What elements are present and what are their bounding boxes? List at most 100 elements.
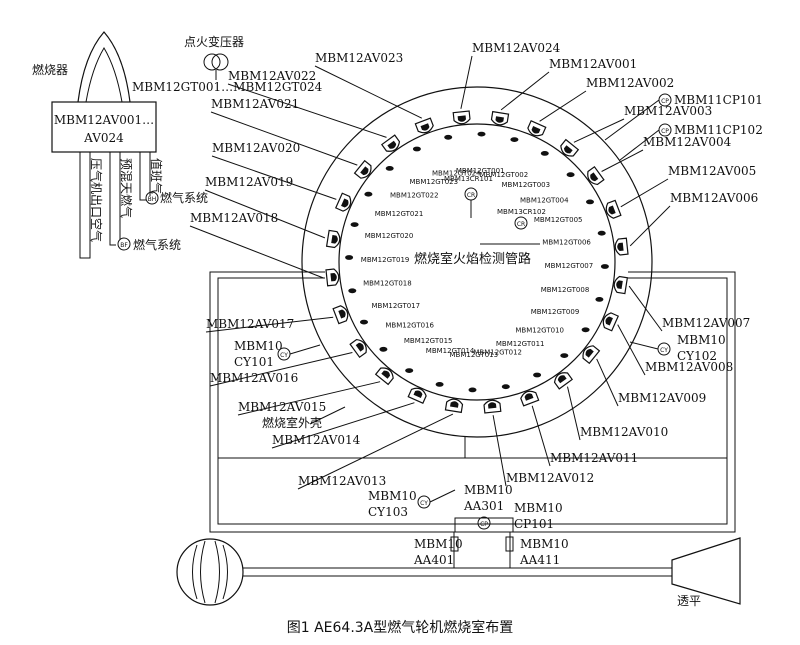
svg-text:MBM10: MBM10 xyxy=(414,537,463,551)
burner-nozzle xyxy=(332,305,349,325)
burner-nozzle xyxy=(613,275,629,295)
av-label: MBM12AV017 xyxy=(206,317,294,331)
gt-label: MBM12GT012 xyxy=(473,349,522,357)
av-leader-line xyxy=(314,65,423,119)
duty-gas-label: 值班气 xyxy=(149,158,164,194)
av-leader-line xyxy=(596,358,619,407)
svg-text:CY: CY xyxy=(420,500,428,507)
av-leader-line xyxy=(271,402,415,449)
av-label: MBM12AV022 xyxy=(228,69,316,83)
burner-nozzle xyxy=(334,192,352,212)
svg-text:AA301: AA301 xyxy=(463,499,504,513)
flame-detector-mark xyxy=(586,199,594,205)
av-label: MBM12AV005 xyxy=(668,164,756,178)
flame-detector-mark xyxy=(350,222,359,228)
svg-text:MBM10: MBM10 xyxy=(368,489,417,503)
av-label: MBM12AV001 xyxy=(549,57,637,71)
flame-detector-mark xyxy=(348,288,357,294)
av-label: MBM12AV011 xyxy=(550,451,638,465)
av-label: MBM12AV008 xyxy=(645,360,733,374)
svg-text:MBM10: MBM10 xyxy=(234,339,283,353)
flame-detector-mark xyxy=(379,346,388,352)
av-leader-line xyxy=(211,155,337,200)
gt-label: MBM12GT024 xyxy=(432,169,481,177)
flame-detector-mark xyxy=(540,151,549,156)
av-label: MBM12AV023 xyxy=(315,51,403,65)
av-label: MBM12AV024 xyxy=(472,41,561,55)
av-leader-line xyxy=(567,386,581,441)
av-leader-line xyxy=(620,178,669,208)
flame-detector-mark xyxy=(560,353,569,358)
burner-nozzles xyxy=(325,110,629,414)
svg-text:MBM13CR102: MBM13CR102 xyxy=(497,208,546,216)
svg-text:CR: CR xyxy=(467,192,475,199)
burner-box-line1: MBM12AV001… xyxy=(54,113,154,127)
burner-box xyxy=(51,101,157,153)
av-leader-line xyxy=(573,118,625,143)
compressor-air-label: 压气机出口空气 xyxy=(89,158,104,242)
av-leader-line xyxy=(500,71,550,111)
burner-nozzle xyxy=(520,390,540,407)
burner-nozzle xyxy=(414,117,434,134)
burner-nozzle xyxy=(527,119,547,137)
gt-label: MBM12GT009 xyxy=(531,308,580,316)
burner-nozzle xyxy=(553,372,574,390)
svg-text:CY103: CY103 xyxy=(368,505,408,519)
gt-label: MBM12GT004 xyxy=(520,196,569,204)
svg-text:CP: CP xyxy=(661,98,669,105)
bf-gas-system-label: 燃气系统 xyxy=(133,237,181,252)
burner-box-line2: AV024 xyxy=(83,131,124,145)
burner-nozzle xyxy=(349,338,367,359)
inner-ring xyxy=(338,123,616,401)
gt-label: MBM12GT017 xyxy=(371,302,420,310)
av-label: MBM12AV018 xyxy=(190,211,278,225)
burner-nozzle xyxy=(587,165,605,186)
gt-label: MBM12GT023 xyxy=(409,178,458,186)
svg-text:MBM13CR101: MBM13CR101 xyxy=(444,175,493,183)
gt-label: MBM12GT016 xyxy=(385,322,434,330)
burner-label: 燃烧器 xyxy=(32,62,68,77)
av-leader-line xyxy=(539,90,587,122)
svg-text:AA401: AA401 xyxy=(413,553,454,567)
av-leader-line xyxy=(210,111,358,166)
av-label: MBM12AV015 xyxy=(238,400,326,414)
av-leader-line xyxy=(237,381,381,416)
av-leader-line xyxy=(629,205,671,247)
ignition-transformer-label: 点火变压器 xyxy=(184,34,244,49)
flame-detector-mark xyxy=(360,319,368,325)
flame-detector-mark xyxy=(477,131,486,137)
av-leader-line xyxy=(189,225,324,279)
av-leader-line xyxy=(460,55,473,109)
cy103-sensor: CY MBM10 CY103 xyxy=(368,489,456,519)
gt-label: MBM12GT013 xyxy=(449,351,498,359)
flame-detector-mark xyxy=(385,166,394,171)
combustor-layout-diagram: 透平 CP MBM12AV001… AV024 燃烧器 BH BF 燃气系统 燃… xyxy=(32,31,763,608)
av-label: MBM12AV012 xyxy=(506,471,594,485)
av-leader-line xyxy=(492,415,507,487)
flame-detector-mark xyxy=(581,327,590,333)
cr102-sensor: MBM13CR102 CR xyxy=(497,208,546,230)
burner-nozzle xyxy=(602,312,620,332)
gt-label: MBM12GT011 xyxy=(496,340,545,348)
gt-label: MBM12GT021 xyxy=(375,210,424,218)
flame-detector-mark xyxy=(364,191,373,197)
svg-text:CP: CP xyxy=(480,521,488,528)
gt-label: MBM12GT008 xyxy=(541,286,590,294)
av-label-group: MBM12AV001MBM12AV002MBM12AV003MBM12AV004… xyxy=(189,41,758,490)
av-label: MBM12AV003 xyxy=(624,104,712,118)
burner-nozzle xyxy=(452,110,471,125)
svg-text:BF: BF xyxy=(120,242,128,249)
flame-detector-mark xyxy=(345,255,354,260)
av-label: MBM12AV014 xyxy=(272,433,361,447)
flame-detector-mark xyxy=(533,372,542,378)
flame-detector-mark xyxy=(405,368,414,373)
gt-label: MBM12GT018 xyxy=(363,280,412,288)
svg-text:MBM11CP101: MBM11CP101 xyxy=(674,93,763,107)
av-leader-line xyxy=(531,405,551,467)
svg-text:MBM10: MBM10 xyxy=(677,333,726,347)
burner-nozzle xyxy=(490,110,510,126)
outer-ring xyxy=(301,86,653,438)
svg-text:BH: BH xyxy=(148,196,157,203)
burner-nozzle xyxy=(407,387,427,405)
